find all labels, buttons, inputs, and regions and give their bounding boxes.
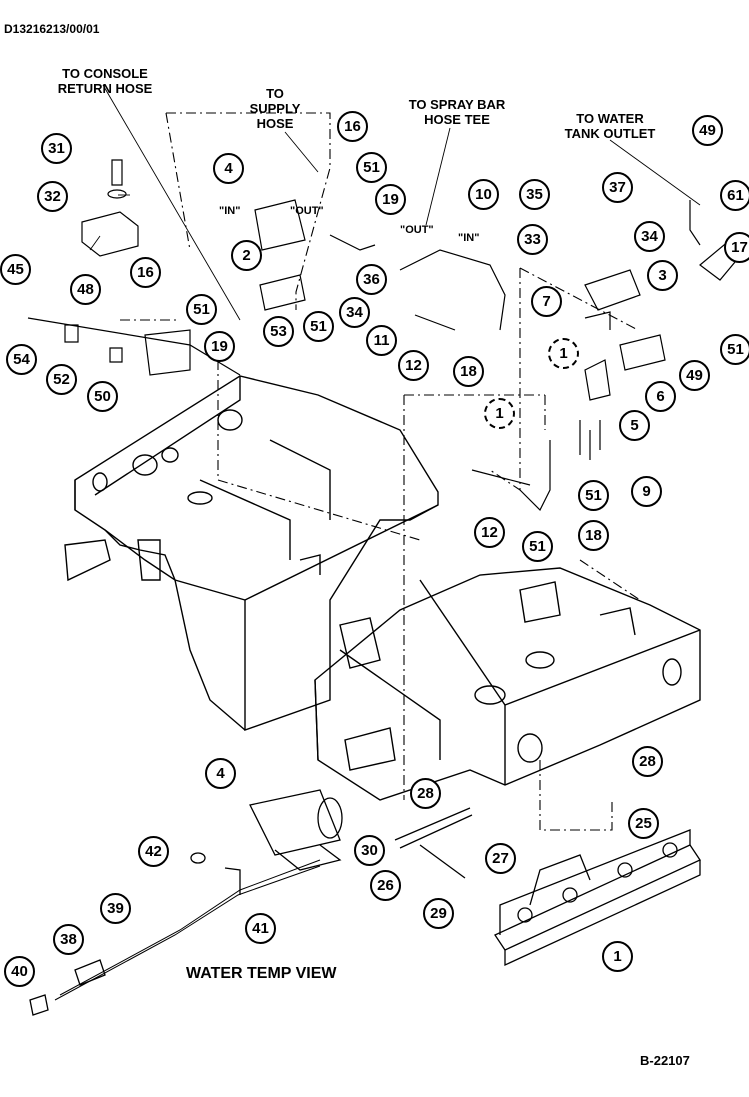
- callout-18: 18: [453, 356, 484, 387]
- spray-bar: [494, 829, 701, 967]
- callout-51: 51: [578, 480, 609, 511]
- note-spray-bar: TO SPRAY BAR HOSE TEE: [408, 97, 506, 127]
- callout-11: 11: [366, 325, 397, 356]
- callout-48: 48: [70, 274, 101, 305]
- callout-49: 49: [692, 115, 723, 146]
- phantom-lines: [120, 112, 641, 831]
- callout-51: 51: [303, 311, 334, 342]
- callout-51: 51: [186, 294, 217, 325]
- port-in-label: "IN": [219, 205, 241, 217]
- callout-19: 19: [375, 184, 406, 215]
- port-in-label: "IN": [458, 232, 480, 244]
- callout-1: 1: [602, 941, 633, 972]
- note-console-return: TO CONSOLE RETURN HOSE: [57, 66, 153, 96]
- leader-lines: [89, 84, 701, 321]
- callout-17: 17: [724, 232, 749, 263]
- callout-35: 35: [519, 179, 550, 210]
- document-id: D13216213/00/01: [4, 22, 100, 36]
- callout-4: 4: [205, 758, 236, 789]
- callout-25: 25: [628, 808, 659, 839]
- callout-16: 16: [337, 111, 368, 142]
- note-water-tank: TO WATER TANK OUTLET: [564, 111, 656, 141]
- callout-12: 12: [474, 517, 505, 548]
- note-supply-hose: TO SUPPLY HOSE: [249, 86, 301, 131]
- callout-5: 5: [619, 410, 650, 441]
- callout-2: 2: [231, 240, 262, 271]
- callout-41: 41: [245, 913, 276, 944]
- callout-38: 38: [53, 924, 84, 955]
- callout-16: 16: [130, 257, 161, 288]
- callout-9: 9: [631, 476, 662, 507]
- callout-4: 4: [213, 153, 244, 184]
- callout-50: 50: [87, 381, 118, 412]
- callout-33: 33: [517, 224, 548, 255]
- callout-3: 3: [647, 260, 678, 291]
- callout-26: 26: [370, 870, 401, 901]
- figure-number: B-22107: [640, 1053, 690, 1068]
- callout-51: 51: [356, 152, 387, 183]
- port-out-label: "OUT": [290, 205, 324, 217]
- callout-6: 6: [645, 381, 676, 412]
- callout-29: 29: [423, 898, 454, 929]
- callout-34: 34: [634, 221, 665, 252]
- callout-53: 53: [263, 316, 294, 347]
- callout-7: 7: [531, 286, 562, 317]
- callout-37: 37: [602, 172, 633, 203]
- callout-1: 1: [548, 338, 579, 369]
- callout-30: 30: [354, 835, 385, 866]
- callout-31: 31: [41, 133, 72, 164]
- callout-40: 40: [4, 956, 35, 987]
- port-out-label: "OUT": [400, 224, 434, 236]
- callout-18: 18: [578, 520, 609, 551]
- callout-27: 27: [485, 843, 516, 874]
- callout-49: 49: [679, 360, 710, 391]
- water-temp-view: [29, 789, 473, 1016]
- callout-32: 32: [37, 181, 68, 212]
- upper-hardware: [27, 159, 746, 512]
- callout-28: 28: [410, 778, 441, 809]
- callout-42: 42: [138, 836, 169, 867]
- callout-51: 51: [522, 531, 553, 562]
- left-frame: [64, 375, 439, 731]
- callout-54: 54: [6, 344, 37, 375]
- callout-1: 1: [484, 398, 515, 429]
- callout-39: 39: [100, 893, 131, 924]
- callout-19: 19: [204, 331, 235, 362]
- right-frame: [314, 567, 701, 801]
- callout-45: 45: [0, 254, 31, 285]
- callout-34: 34: [339, 297, 370, 328]
- callout-52: 52: [46, 364, 77, 395]
- callout-10: 10: [468, 179, 499, 210]
- callout-36: 36: [356, 264, 387, 295]
- view-label: WATER TEMP VIEW: [186, 965, 337, 982]
- callout-12: 12: [398, 350, 429, 381]
- callout-28: 28: [632, 746, 663, 777]
- callout-61: 61: [720, 180, 749, 211]
- callout-51: 51: [720, 334, 749, 365]
